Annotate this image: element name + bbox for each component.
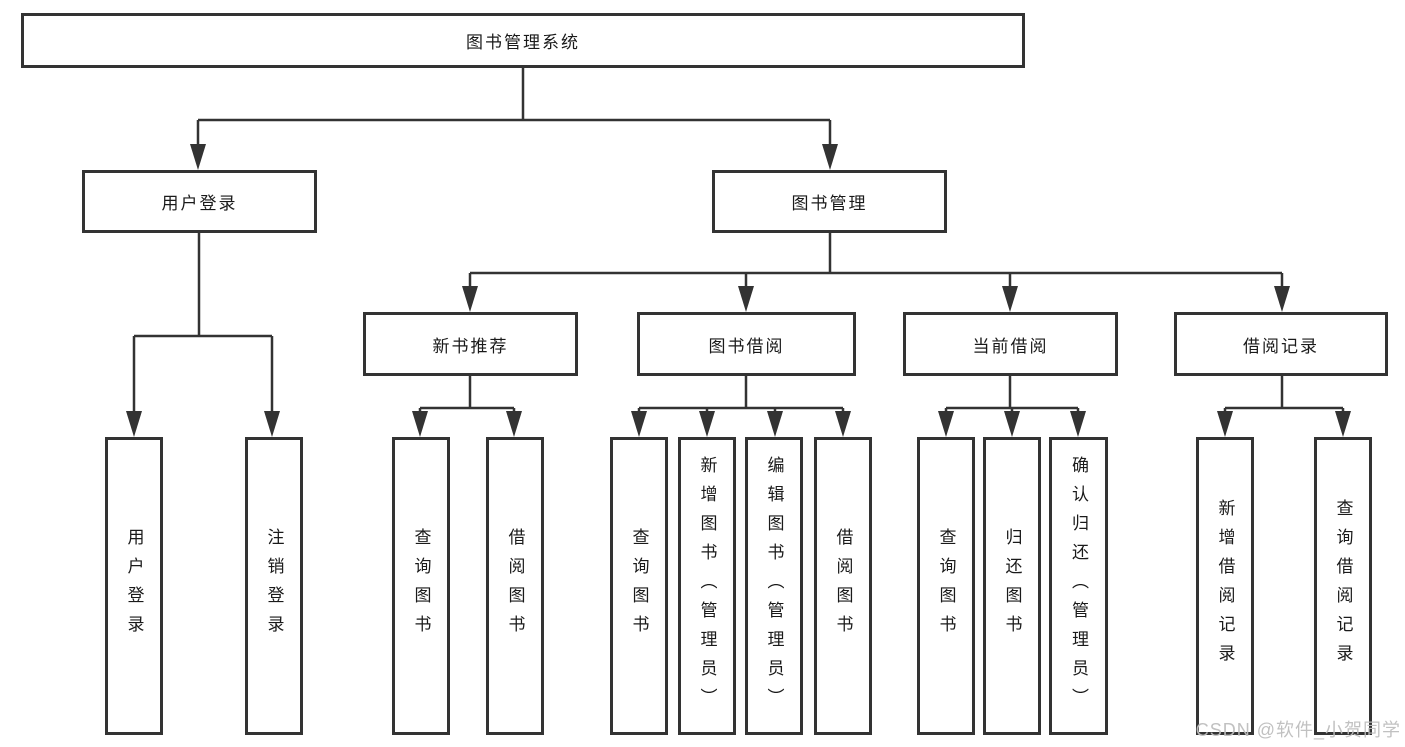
edge-current-borrowing-children [944, 376, 1080, 414]
leaf-cb-return-books: 归还图书 [983, 437, 1041, 735]
node-user-login: 用户登录 [82, 170, 317, 233]
leaf-br-query-record: 查询借阅记录 [1314, 437, 1372, 735]
edge-root-to-level2 [196, 68, 832, 146]
leaf-nbr-query-books: 查询图书 [392, 437, 450, 735]
edge-book-borrowing-children [637, 376, 845, 414]
arrowheads-current-borrowing [938, 411, 1086, 437]
node-book-management: 图书管理 [712, 170, 947, 233]
leaf-logout: 注销登录 [245, 437, 303, 735]
leaf-bb-add-books-admin: 新增图书（管理员） [678, 437, 736, 735]
leaf-cb-query-books: 查询图书 [917, 437, 975, 735]
node-new-book-recommend: 新书推荐 [363, 312, 578, 376]
leaf-br-add-record: 新增借阅记录 [1196, 437, 1254, 735]
leaf-bb-edit-books-admin: 编辑图书（管理员） [745, 437, 803, 735]
arrowheads-level3 [462, 286, 1290, 312]
arrowheads-book-borrowing [631, 411, 851, 437]
leaf-bb-query-books: 查询图书 [610, 437, 668, 735]
leaf-nbr-borrow-books: 借阅图书 [486, 437, 544, 735]
leaf-cb-confirm-return-admin: 确认归还（管理员） [1049, 437, 1108, 735]
node-root: 图书管理系统 [21, 13, 1025, 68]
edge-book-mgmt-level3 [468, 233, 1284, 290]
node-borrowing-records: 借阅记录 [1174, 312, 1388, 376]
watermark: CSDN @软件_小贺同学 [1195, 720, 1401, 740]
arrowheads-new-book-rec [412, 411, 522, 437]
edge-borrowing-records-children [1223, 376, 1345, 414]
leaf-bb-borrow-books: 借阅图书 [814, 437, 872, 735]
arrowheads-user-login [126, 411, 280, 437]
edge-new-book-rec-children [418, 376, 516, 414]
node-book-borrowing: 图书借阅 [637, 312, 856, 376]
arrowheads-borrowing-records [1217, 411, 1351, 437]
edge-user-login-children [132, 233, 274, 413]
node-current-borrowing: 当前借阅 [903, 312, 1118, 376]
leaf-user-login: 用户登录 [105, 437, 163, 735]
arrowheads-level2 [190, 144, 838, 170]
